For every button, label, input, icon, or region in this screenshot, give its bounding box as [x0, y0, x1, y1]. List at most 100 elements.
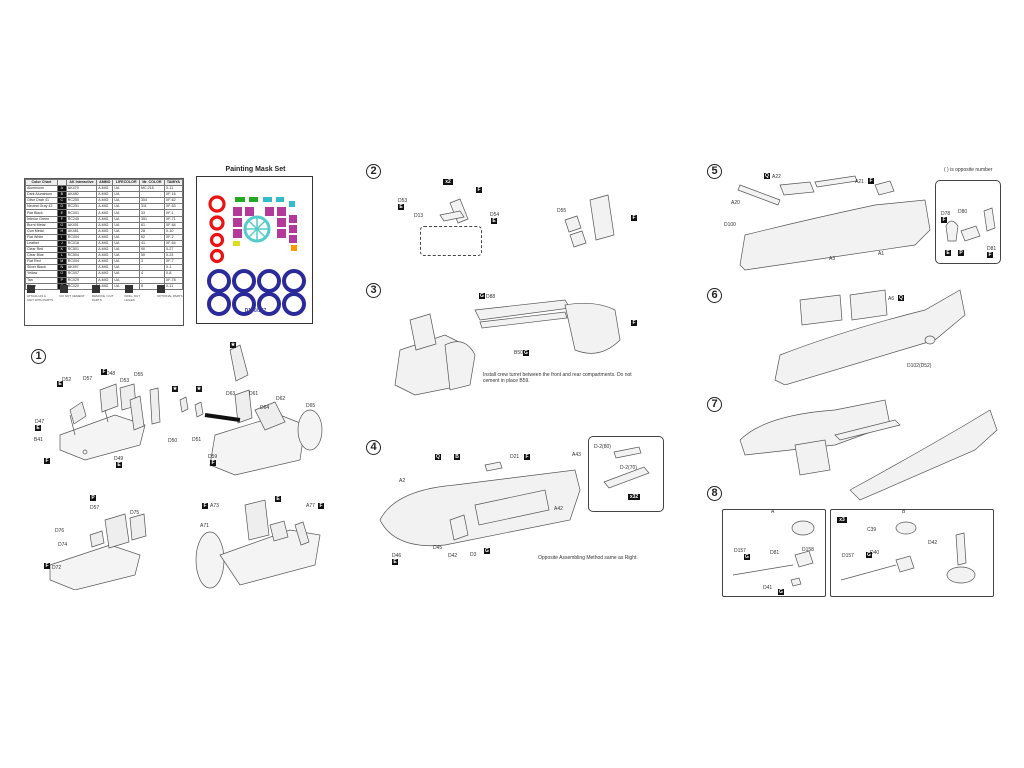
label-d2-70: D-2(70) [620, 465, 637, 471]
step-2-diagram [439, 194, 615, 248]
step-5-detail-box [935, 180, 1001, 264]
label-d76: D76 [55, 528, 65, 534]
label-d42: D42 [928, 540, 938, 546]
step-5-detail-graphic [945, 207, 996, 242]
step-5-number: 5 [707, 164, 722, 179]
label-d158: D158 [802, 547, 814, 553]
color-tag: Q [435, 454, 441, 460]
color-tag: E [57, 381, 63, 387]
star-tag: ★ [196, 386, 202, 392]
label-a6: A6 [888, 296, 895, 302]
label-a77: A77 [306, 503, 315, 509]
label-d3: D3 [470, 552, 477, 558]
label-d88: D88 [486, 294, 496, 300]
mask-set-code: D130/137 [244, 308, 267, 314]
label-d59: D59 [208, 454, 218, 460]
color-tag: F [44, 563, 50, 569]
label-d51: D51 [192, 437, 202, 443]
label-b41: B41 [34, 437, 43, 443]
remove-cut-icon [92, 285, 100, 293]
label-d49: D49 [114, 456, 124, 462]
optional-parts-icon [157, 285, 165, 293]
label-d57: D57 [83, 376, 93, 382]
label-d157: D157 [734, 548, 746, 554]
label-d63: D63 [226, 391, 236, 397]
color-tag: F [101, 369, 107, 375]
step-1-number: 1 [31, 349, 46, 364]
label-d81: D81 [987, 246, 997, 252]
step-8-number: 8 [707, 486, 722, 501]
label-d46: D46 [392, 553, 402, 559]
label-a3: A3 [829, 256, 836, 262]
label-a71: A71 [200, 523, 209, 529]
color-tag: F [318, 503, 324, 509]
color-tag: G [866, 552, 872, 558]
label-d100: D100 [724, 222, 736, 228]
color-tag: E [275, 496, 281, 502]
label-d21: D21 [510, 454, 520, 460]
color-tag: G [744, 554, 750, 560]
label-d48: D48 [106, 371, 116, 377]
painting-mask-set: Painting Mask Set [196, 166, 313, 324]
label-d40: D40 [870, 550, 880, 556]
color-tag: F [631, 215, 637, 221]
color-tag: Q [898, 295, 904, 301]
label-d64: D64 [260, 405, 270, 411]
label-d42: D42 [448, 553, 458, 559]
label-d72: D72 [52, 565, 62, 571]
color-tag: P [958, 250, 964, 256]
color-chart-header: Color Chart AK Interactive AMMO LIFECOLO… [25, 178, 184, 187]
label-d157b: D157 [842, 553, 854, 559]
step-5-diagram [737, 175, 931, 271]
step-5-note: ( ) is opposite number [944, 167, 993, 173]
color-tag: F [210, 460, 216, 466]
step-8-b-graphic [840, 521, 976, 584]
color-tag: F [868, 178, 874, 184]
legend-item: REMOVE / CUT PARTS [92, 285, 118, 302]
multiplier-tag: x2 [443, 179, 453, 185]
legend-item: ATTACH AS A UNIT WITH PARTS [27, 285, 53, 302]
label-a: A [771, 509, 775, 515]
label-a1: A1 [878, 251, 885, 257]
label-a43: A43 [572, 452, 581, 458]
label-d57b: D57 [90, 505, 100, 511]
label-d52: D52 [62, 377, 72, 383]
mask-sheet-graphic [207, 195, 306, 316]
color-chart: Color Chart AK Interactive AMMO LIFECOLO… [24, 178, 184, 326]
step-7-diagram [739, 399, 998, 501]
label-d45: D45 [433, 545, 443, 551]
label-a2: A2 [399, 478, 406, 484]
step-3-number: 3 [366, 283, 381, 298]
step-4-detail-box [588, 436, 664, 512]
color-tag: F [202, 503, 208, 509]
color-tag: B [454, 454, 460, 460]
step-6-diagram [774, 289, 966, 385]
color-tag: G [778, 589, 784, 595]
color-tag: F [941, 217, 947, 223]
label-c39: C39 [867, 527, 877, 533]
color-tag: E [116, 462, 122, 468]
color-tag: P [90, 495, 96, 501]
step-3-diagram [394, 299, 621, 396]
label-d53: D53 [120, 378, 130, 384]
label-a22: A22 [772, 174, 781, 180]
color-tag: F [524, 454, 530, 460]
star-tag: ★ [230, 342, 236, 348]
step-3-note: Install crew turret between the front an… [483, 372, 632, 384]
label-d74: D74 [58, 542, 68, 548]
legend-item: DRILL OUT HOLES [124, 285, 151, 302]
label-d41: D41 [763, 585, 773, 591]
legend-item: OPTIONAL PARTS [157, 285, 183, 302]
no-cement-icon [59, 285, 68, 293]
step-4-diagram [379, 461, 581, 547]
color-tag: G [523, 350, 529, 356]
step-2-number: 2 [366, 164, 381, 179]
multiplier-tag: x3 [837, 517, 847, 523]
label-d55: D55 [557, 208, 567, 214]
label-d13: D13 [414, 213, 424, 219]
step-8-b-box [830, 509, 994, 597]
